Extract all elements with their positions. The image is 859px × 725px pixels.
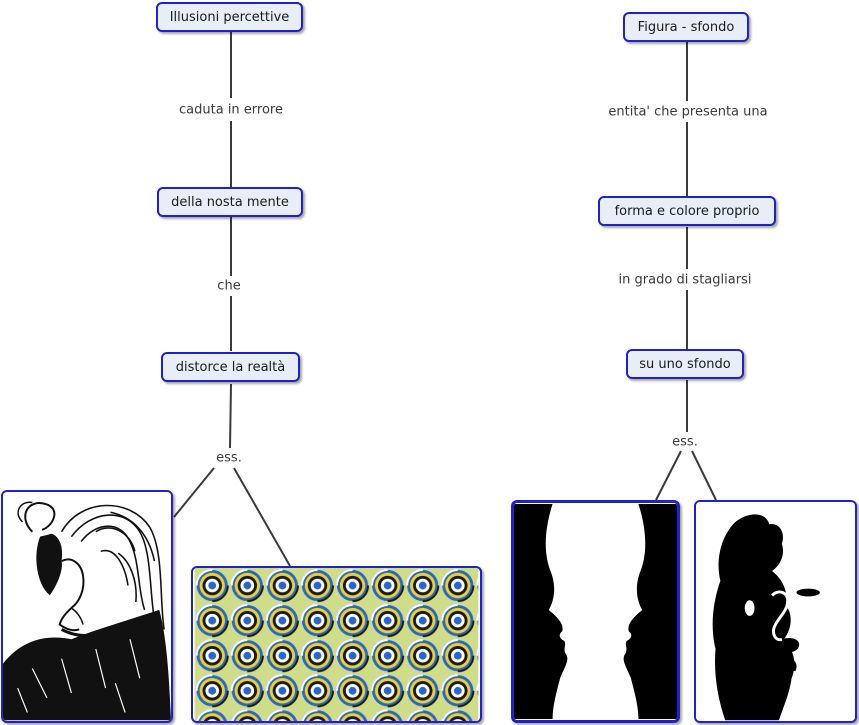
link-phrase-ess-left: ess. [214,450,244,467]
link-distorce-ess [230,384,231,448]
rotating-snakes-pattern [193,568,480,721]
image-rubin-vase-faces[interactable] [511,500,680,723]
link-ess-image1 [174,468,214,517]
concept-della-nosta-mente[interactable]: della nosta mente [157,187,303,217]
link-phrase-caduta-in-errore: caduta in errore [177,102,285,119]
link-ess-image3 [656,451,681,500]
link-ess-image2 [234,468,290,566]
link-ess-image4 [692,451,716,500]
link-phrase-entita: entita' che presenta una [606,104,769,121]
link-phrase-ess-right: ess. [670,434,700,451]
link-phrase-in-grado-di-stagliarsi: in grado di stagliarsi [617,272,754,289]
concept-forma-e-colore-proprio[interactable]: forma e colore proprio [598,196,776,226]
concept-su-uno-sfondo[interactable]: su uno sfondo [626,349,744,379]
image-old-young-woman-illusion[interactable] [1,490,173,723]
rubin-vase-illustration [514,503,677,720]
link-phrase-che: che [215,278,242,295]
image-saxophonist-face-illusion[interactable] [694,500,857,723]
image-rotating-snakes-illusion[interactable] [191,566,482,723]
old-young-woman-illustration [3,492,171,721]
concept-illusioni-percettive[interactable]: Illusioni percettive [156,2,303,32]
concept-distorce-la-realta[interactable]: distorce la realtà [161,352,300,382]
concept-figura-sfondo[interactable]: Figura - sfondo [623,12,749,42]
saxophonist-illustration [696,502,855,721]
